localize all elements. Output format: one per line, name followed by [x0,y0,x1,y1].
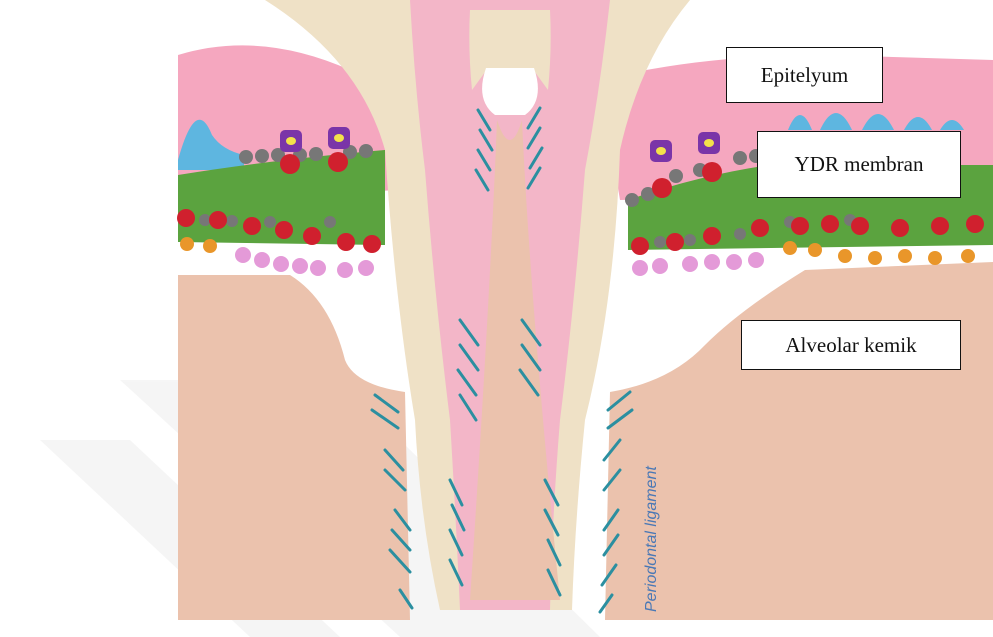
alveolar-kemik-label: Alveolar kemik [741,320,961,370]
tooth-canal-opening [482,68,538,115]
alveolar-bone-right [605,262,993,620]
alveolar-bone-left [178,275,410,620]
ydr-membran-label: YDR membran [757,131,961,198]
epitelyum-label: Epitelyum [726,47,883,103]
periodontal-ligament-label: Periodontal ligament [643,466,660,612]
